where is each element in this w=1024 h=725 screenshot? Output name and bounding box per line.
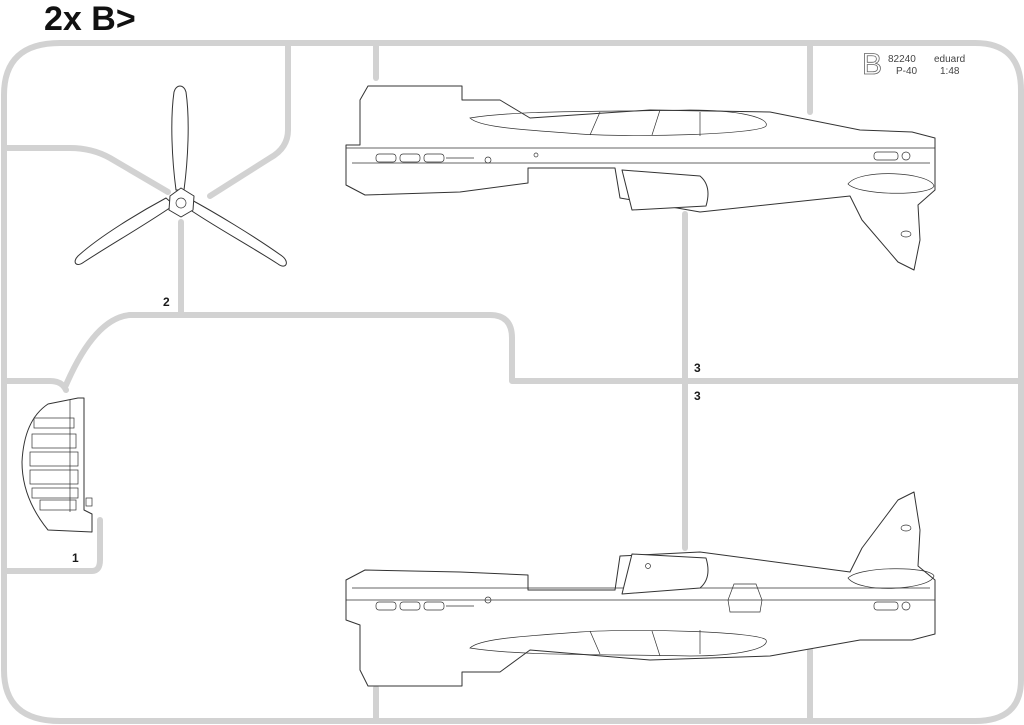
cowl-part [21,397,93,533]
part-number-1: 1 [72,551,79,565]
cowl-slot [29,451,79,467]
lower-locator-pin [484,596,492,604]
brand-name: eduard [934,54,965,65]
prop-runner-right [207,40,291,199]
cowl-slot [33,417,75,429]
lower-exhaust [375,601,397,611]
sprue-frame [1,40,1024,724]
lower-exhaust [423,601,445,611]
cowl-slot [31,433,77,449]
cowl-slot [31,487,79,499]
cowl-runner-top [1,378,69,393]
cowl-outline [21,397,93,533]
lower-canopy [469,630,767,657]
upper-exhaust [375,153,397,163]
upper-wing-fairing [621,169,709,211]
upper-locator-pin [484,156,492,164]
cowl-runner-bottom [1,517,103,574]
upper-tail-port [873,151,899,161]
lower-wing-fairing [621,553,709,595]
upper-locator-pin [533,152,539,158]
cowl-tab [85,497,93,507]
prop-blade-top [171,85,189,191]
upper-tail-hole [901,151,911,161]
upper-exhaust [423,153,445,163]
propeller-part [74,85,287,267]
catalog-number: 82240 [888,54,916,65]
lower-rudder-hinge [900,524,912,532]
upper-exhaust [399,153,421,163]
cowl-slot [29,469,79,485]
part-number-3-upper: 3 [694,361,701,375]
lower-access-panel [727,583,763,613]
fuselage-upper [345,85,936,271]
upper-tail-intake [847,173,935,194]
part-number-2: 2 [163,295,170,309]
model-name: P-40 [896,66,918,77]
page-title: 2x B> [44,0,136,38]
fuselage-lower [345,491,936,687]
lower-locator-pin [645,563,651,569]
cowl-slot [39,499,77,511]
lower-tail-port [873,601,899,611]
prop-spinner-center [175,197,187,209]
outer-frame-runner [1,40,1024,724]
middle-runner [63,312,1024,388]
prop-runner-left [1,145,171,195]
lower-tail-intake [847,568,935,589]
scale-label: 1:48 [940,66,960,77]
prop-blade-right [185,197,287,267]
lower-exhaust [399,601,421,611]
prop-hub [168,187,195,218]
lower-tail-hole [901,601,911,611]
upper-canopy-frame [589,109,701,136]
upper-rudder-hinge [900,230,912,238]
prop-blade-left [74,197,175,265]
part-number-3-lower: 3 [694,389,701,403]
sprue-info: B 82240 eduard P-40 1:48 [862,48,966,82]
sprue-letter: B [862,48,882,81]
lower-canopy-frame [589,630,701,657]
upper-canopy [469,109,767,136]
